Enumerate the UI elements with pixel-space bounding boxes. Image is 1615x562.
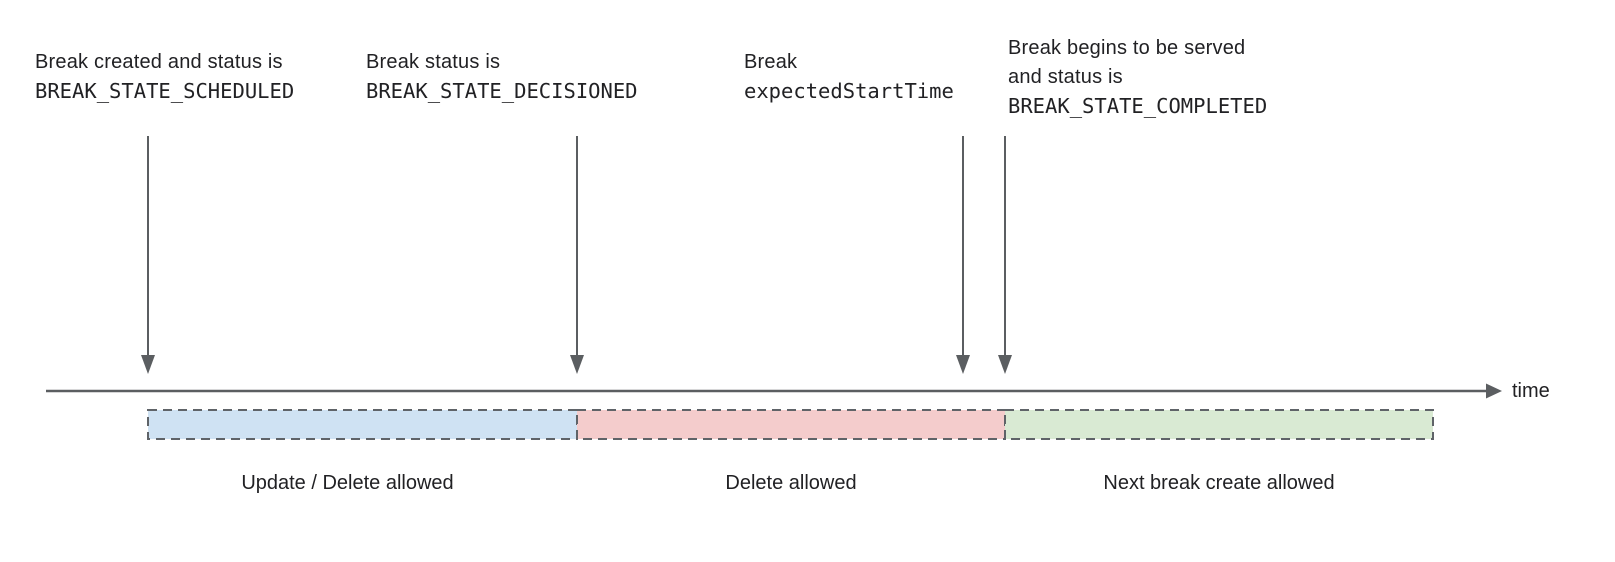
down-arrow-completed [998, 136, 1012, 374]
annotation-completed: Break begins to be served and status is … [1008, 34, 1267, 121]
time-axis-label: time [1512, 380, 1550, 402]
time-axis-arrowhead-icon [1486, 383, 1502, 399]
segment-next-break-create-allowed [1004, 409, 1434, 440]
annotation-text: Break begins to be served [1008, 37, 1246, 59]
annotation-text: Break [744, 51, 798, 73]
down-arrow-decisioned [570, 136, 584, 374]
segment-update-delete-allowed [147, 409, 578, 440]
annotation-text: Break status is [366, 51, 501, 73]
time-axis [46, 383, 1502, 399]
annotation-decisioned: Break status is BREAK_STATE_DECISIONED [366, 48, 638, 106]
down-arrow-expected-start-time [956, 136, 970, 374]
annotation-text: Break created and status is [35, 51, 283, 73]
annotation-expected-start-time: Break expectedStartTime [744, 48, 954, 106]
annotation-code: expectedStartTime [744, 79, 954, 103]
down-arrow-scheduled [141, 136, 155, 374]
segment-label-update-delete: Update / Delete allowed [241, 472, 454, 494]
annotation-code: BREAK_STATE_DECISIONED [366, 79, 638, 103]
annotation-scheduled: Break created and status is BREAK_STATE_… [35, 48, 294, 106]
segment-label-delete: Delete allowed [725, 472, 857, 494]
segment-delete-allowed [576, 409, 1006, 440]
segment-label-next-break: Next break create allowed [1103, 472, 1335, 494]
annotation-text: and status is [1008, 66, 1123, 88]
annotation-code: BREAK_STATE_SCHEDULED [35, 79, 295, 103]
annotation-code: BREAK_STATE_COMPLETED [1008, 94, 1268, 118]
